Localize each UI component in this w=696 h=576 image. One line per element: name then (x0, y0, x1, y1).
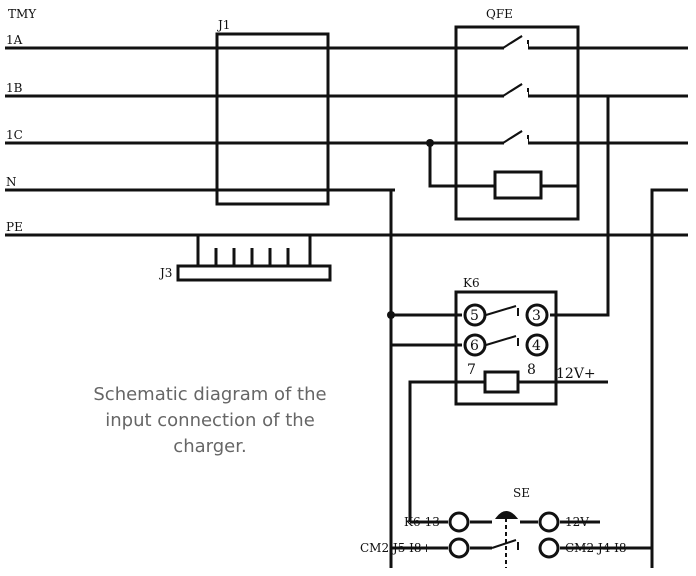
j3-pins (196, 235, 312, 266)
k6-pin-7-label: 7 (467, 362, 476, 378)
k6-pin-3 (525, 303, 549, 327)
k6-box (454, 290, 558, 406)
k6-coil (483, 370, 520, 394)
bus-label-1b: 1B (6, 81, 23, 95)
k6-pin-3-label: 3 (532, 308, 541, 324)
caption-line-3: charger. (173, 436, 247, 457)
junction-n (387, 311, 395, 319)
se-label-bottom-right: CM2 J4 I8 (565, 541, 627, 555)
diagram-caption: Schematic diagram of the input connectio… (60, 382, 360, 460)
j3-label: J3 (158, 266, 172, 280)
se-terminal-bottom-left (448, 537, 470, 559)
j1-box (215, 32, 330, 206)
qfe-contacts (502, 35, 529, 144)
bus-label-tmy: TMY (8, 7, 37, 21)
caption-line-1: Schematic diagram of the (93, 384, 327, 405)
se-mushroom-button (491, 511, 519, 568)
k6-pin-8-label: 8 (527, 362, 536, 378)
se-terminal-bottom-right (538, 537, 560, 559)
k6-pin-5 (463, 303, 487, 327)
se-label-top-right: 12V- (565, 515, 592, 529)
k6-label: K6 (463, 276, 480, 290)
se-label-top-left: K6-13 (404, 515, 440, 529)
wiring (389, 96, 688, 568)
k6-pin-6-label: 6 (470, 338, 479, 354)
qfe-coil (493, 170, 543, 200)
k6-pin-6 (463, 333, 487, 357)
k6-contacts (485, 305, 519, 346)
qfe-label: QFE (486, 7, 513, 21)
j3-strip (176, 264, 332, 282)
qfe-box (454, 25, 580, 221)
caption-line-2: input connection of the (105, 410, 315, 431)
junction-1c (426, 139, 434, 147)
se-terminal-top-right (538, 511, 560, 533)
bus-label-1c: 1C (6, 128, 23, 142)
k6-pin-4 (525, 333, 549, 357)
bus-label-n: N (6, 175, 17, 189)
se-label: SE (513, 486, 530, 500)
se-label-bottom-left: CM2 J5 I8+ (360, 541, 432, 555)
bus-label-1a: 1A (6, 33, 23, 47)
se-terminal-top-left (448, 511, 470, 533)
bus-label-pe: PE (6, 220, 23, 234)
k6-pin-4-label: 4 (532, 338, 541, 354)
j1-label: J1 (216, 18, 230, 32)
k6-coil-voltage-label: 12V+ (556, 366, 596, 382)
k6-pin-5-label: 5 (470, 308, 479, 324)
